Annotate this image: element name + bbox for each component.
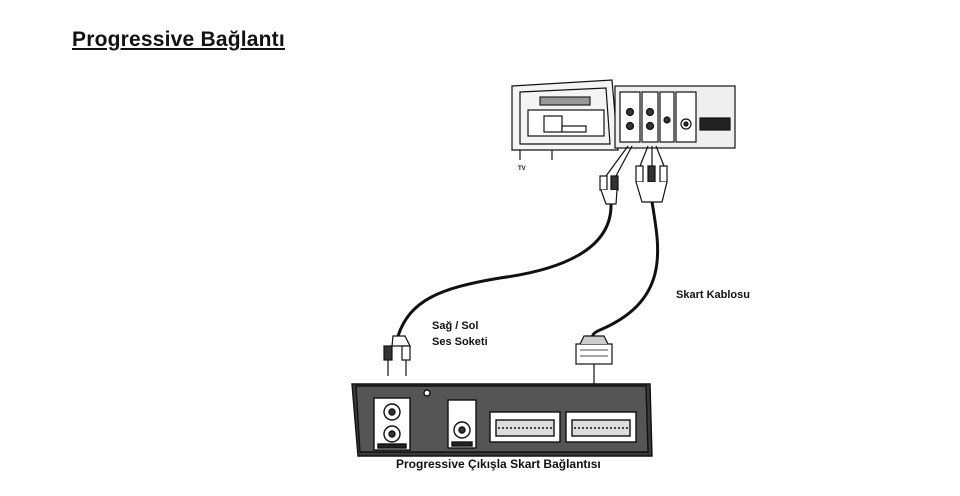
audio-socket-label-line2: Ses Soketi: [432, 336, 488, 348]
receiver-audio-plugs: [383, 335, 411, 376]
audio-socket-label: Sağ / Sol Ses Soketi: [432, 318, 488, 350]
tv-set: [511, 79, 736, 160]
scart-cable: [590, 201, 660, 345]
audio-socket-label-line1: Sağ / Sol: [432, 320, 479, 332]
tv-label: TV: [518, 166, 526, 172]
diagram-caption: Progressive Çıkışla Skart Bağlantısı: [396, 457, 601, 471]
tv-audio-plugs: [599, 145, 633, 205]
scart-cable-label: Skart Kablosu: [676, 289, 750, 301]
receiver-back-panel: [351, 383, 653, 457]
audio-cable: [396, 203, 613, 337]
scart-plug: [575, 335, 613, 388]
page-title: Progressive Bağlantı: [72, 28, 285, 51]
tv-video-plugs: [635, 145, 668, 203]
